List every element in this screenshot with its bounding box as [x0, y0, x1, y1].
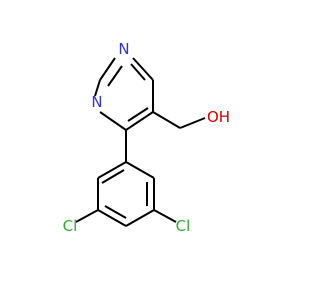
- bond-ch2-o: [179, 117, 206, 129]
- bond-ph3-ph4: [97, 209, 127, 227]
- bond-n3-c4: [99, 111, 127, 131]
- bond-c4-c5: [125, 111, 154, 131]
- bond-n1-c2-inner: [107, 65, 123, 87]
- bond-ph1-ph2: [97, 161, 127, 179]
- atom-cl-right: Cl: [176, 217, 191, 235]
- molecule-structure: N N OH Cl Cl: [63, 40, 230, 235]
- bond-ph6-ph1: [125, 161, 155, 179]
- atom-n3: N: [91, 93, 102, 111]
- atom-oh: OH: [207, 108, 230, 126]
- bond-n1-c2: [99, 57, 116, 81]
- bond-ph1-ph2-inner: [101, 169, 125, 184]
- bond-ph3-ph4-inner: [104, 205, 127, 219]
- bond-ph3-cl: [75, 209, 99, 223]
- bond-ph5-cl: [153, 209, 177, 223]
- bond-ph4-ph5: [125, 209, 155, 227]
- bond-c4-c5-inner: [127, 107, 149, 122]
- bond-c2-n3: [94, 79, 101, 97]
- bond-c5-ch2: [152, 111, 181, 129]
- bond-c6-n1: [132, 57, 154, 81]
- bonds: [75, 57, 206, 227]
- atom-n1: N: [118, 40, 129, 58]
- atom-labels: N N OH Cl Cl: [63, 40, 230, 235]
- atom-cl-left: Cl: [63, 217, 78, 235]
- bond-c6-n1-inner: [130, 63, 146, 81]
